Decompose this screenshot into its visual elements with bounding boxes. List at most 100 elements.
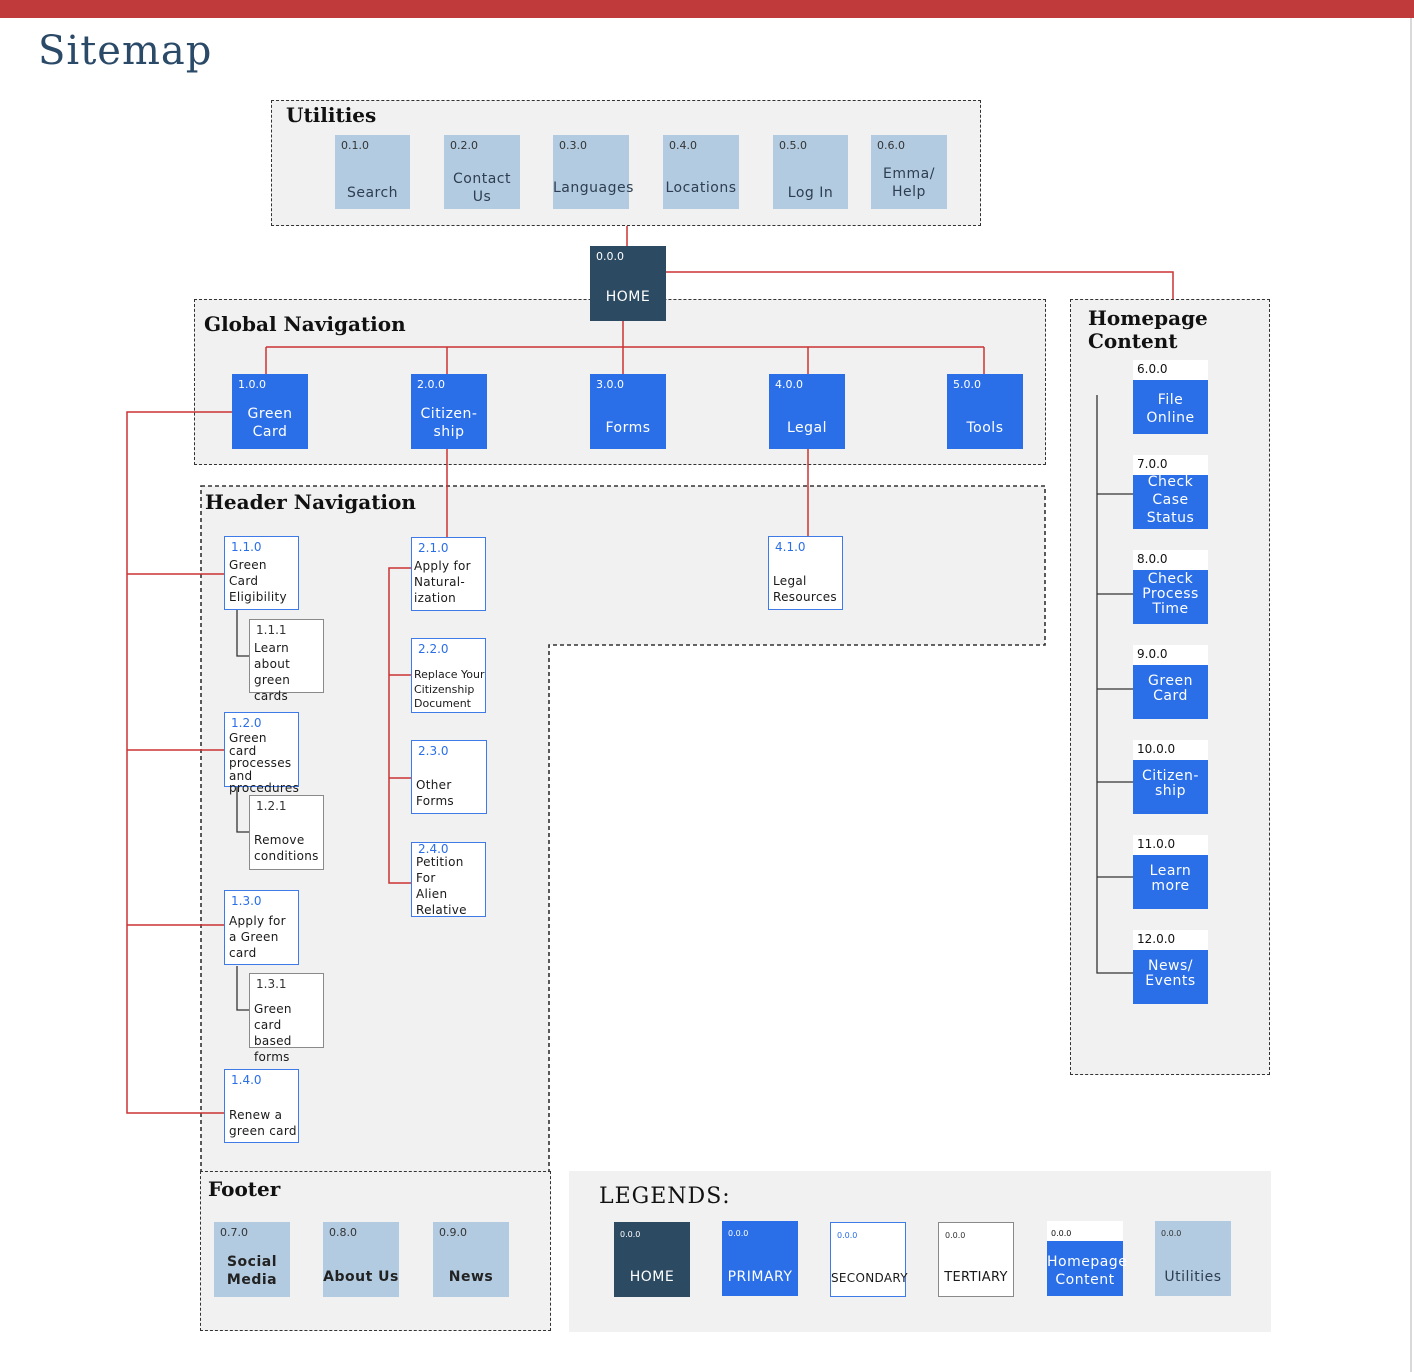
node-number: 1.2.1 [256, 799, 287, 813]
node-number: 2.3.0 [418, 744, 449, 758]
utility-contact-us[interactable]: 0.2.0 Contact Us [444, 135, 520, 209]
node-label: Legal Resources [773, 574, 837, 604]
header-navigation-title: Header Navigation [205, 490, 416, 514]
node-number: 2.0.0 [417, 378, 445, 391]
utility-languages[interactable]: 0.3.0 Languages [553, 135, 633, 209]
primary-forms[interactable]: 3.0.0 Forms [590, 374, 666, 449]
secondary-green-card-eligibility[interactable]: 1.1.0 Green Card Eligibility [224, 536, 299, 610]
node-label: Utilities [1164, 1269, 1222, 1285]
node-label: Green Card Eligibility [229, 558, 287, 604]
primary-green-card[interactable]: 1.0.0 Green Card [232, 374, 308, 449]
node-label: Homepage Content [1047, 1254, 1128, 1288]
node-number-strip [1133, 835, 1208, 855]
homepage-learn-more[interactable]: 11.0.0 Learn more [1133, 835, 1208, 909]
secondary-apply-green-card[interactable]: 1.3.0 Apply for a Green card [224, 890, 299, 965]
secondary-other-forms[interactable]: 2.3.0 Other Forms [411, 740, 487, 814]
node-label: Citizen- ship [420, 406, 478, 440]
top-accent-bar [0, 0, 1414, 18]
utility-log-in[interactable]: 0.5.0 Log In [773, 135, 848, 209]
node-number-strip [1047, 1221, 1123, 1241]
node-number: 1.3.1 [256, 977, 287, 991]
node-number: 9.0.0 [1137, 647, 1168, 661]
node-number: 0.0.0 [1051, 1229, 1072, 1238]
node-label: Green card based forms [254, 1002, 292, 1064]
node-label: Learn more [1149, 863, 1192, 894]
footer-news[interactable]: 0.9.0 News [433, 1222, 509, 1297]
node-label: HOME [605, 289, 651, 305]
footer-title: Footer [208, 1177, 281, 1201]
node-number: 0.2.0 [450, 139, 478, 152]
node-number: 0.8.0 [329, 1226, 357, 1239]
legend-title: LEGENDS: [599, 1184, 731, 1209]
secondary-petition-alien-relative[interactable]: 2.4.0 Petition For Alien Relative [411, 842, 486, 917]
primary-tools[interactable]: 5.0.0 Tools [947, 374, 1023, 449]
homepage-check-process-time[interactable]: 8.0.0 Check Process Time [1133, 550, 1208, 624]
node-label: Tools [966, 420, 1004, 436]
node-number: 0.7.0 [220, 1226, 248, 1239]
node-number: 11.0.0 [1137, 837, 1176, 851]
tertiary-green-card-based-forms[interactable]: 1.3.1 Green card based forms [249, 973, 324, 1064]
secondary-green-card-processes[interactable]: 1.2.0 Green card processes and procedure… [224, 712, 299, 794]
node-number: 2.2.0 [418, 642, 449, 656]
utility-search[interactable]: 0.1.0 Search [335, 135, 410, 209]
node-number: 1.0.0 [238, 378, 266, 391]
utility-emma-help[interactable]: 0.6.0 Emma/ Help [871, 135, 947, 209]
homepage-citizenship[interactable]: 10.0.0 Citizen- ship [1133, 740, 1208, 814]
legend-primary: 0.0.0 PRIMARY [722, 1221, 798, 1296]
tertiary-learn-about-green-cards[interactable]: 1.1.1 Learn about green cards [249, 619, 324, 703]
node-number-strip [1133, 645, 1208, 665]
node-label: Check Case Status [1146, 474, 1195, 526]
node-label: Log In [787, 185, 834, 201]
homepage-file-online[interactable]: 6.0.0 File Online [1133, 360, 1208, 434]
node-number: 6.0.0 [1137, 362, 1168, 376]
node-label: Search [346, 185, 399, 201]
node-label: Contact Us [453, 171, 511, 205]
node-number: 1.1.1 [256, 623, 287, 637]
node-label: Emma/ Help [883, 166, 935, 200]
primary-legal[interactable]: 4.0.0 Legal [769, 374, 845, 449]
node-number-strip [1133, 740, 1208, 760]
node-label: Petition For Alien Relative [416, 855, 467, 917]
node-label: Learn about green cards [254, 641, 291, 703]
secondary-replace-citizenship-document[interactable]: 2.2.0 Replace Your Citizenship Document [411, 638, 486, 713]
secondary-apply-naturalization[interactable]: 2.1.0 Apply for Natural- ization [411, 537, 486, 611]
node-label: Apply for a Green card [229, 914, 286, 960]
homepage-news-events[interactable]: 12.0.0 News/ Events [1133, 930, 1208, 1004]
legend-home: 0.0.0 HOME [614, 1222, 690, 1297]
node-label: TERTIARY [944, 1270, 1008, 1285]
footer-social-media[interactable]: 0.7.0 Social Media [214, 1222, 290, 1297]
node-label: Green card processes and procedures [229, 731, 300, 795]
node-number: 5.0.0 [953, 378, 981, 391]
node-label: Apply for Natural- ization [414, 559, 471, 605]
tertiary-remove-conditions[interactable]: 1.2.1 Remove conditions [249, 795, 324, 870]
legend-secondary: 0.0.0 SECONDARY [830, 1222, 908, 1297]
node-number-strip [1133, 930, 1208, 950]
node-number: 1.4.0 [231, 1073, 262, 1087]
node-label: Check Process Time [1142, 571, 1199, 617]
secondary-renew-green-card[interactable]: 1.4.0 Renew a green card [224, 1069, 299, 1143]
node-label: Other Forms [416, 778, 454, 808]
primary-citizenship[interactable]: 2.0.0 Citizen- ship [411, 374, 487, 449]
utility-locations[interactable]: 0.4.0 Locations [663, 135, 739, 209]
node-label: Remove conditions [254, 833, 319, 863]
node-label: Replace Your Citizenship Document [414, 668, 485, 710]
node-number: 12.0.0 [1137, 932, 1176, 946]
node-label: SECONDARY [831, 1271, 908, 1285]
node-number: 3.0.0 [596, 378, 624, 391]
node-label: Citizen- ship [1142, 768, 1199, 799]
homepage-content-title: Homepage Content [1088, 306, 1208, 353]
node-number: 0.9.0 [439, 1226, 467, 1239]
node-label: Green Card [247, 406, 293, 440]
homepage-check-case-status[interactable]: 7.0.0 Check Case Status [1133, 455, 1208, 529]
utilities-title: Utilities [286, 103, 377, 127]
node-label: About Us [323, 1269, 399, 1285]
footer-about-us[interactable]: 0.8.0 About Us [323, 1222, 399, 1297]
node-number: 8.0.0 [1137, 552, 1168, 566]
legend-homepage-content: 0.0.0 Homepage Content [1047, 1221, 1128, 1296]
homepage-green-card[interactable]: 9.0.0 Green Card [1133, 645, 1208, 719]
node-label: File Online [1146, 392, 1195, 426]
node-number: 0.0.0 [620, 1230, 641, 1239]
secondary-legal-resources[interactable]: 4.1.0 Legal Resources [768, 536, 843, 610]
home-node[interactable]: 0.0.0 HOME [590, 246, 666, 321]
